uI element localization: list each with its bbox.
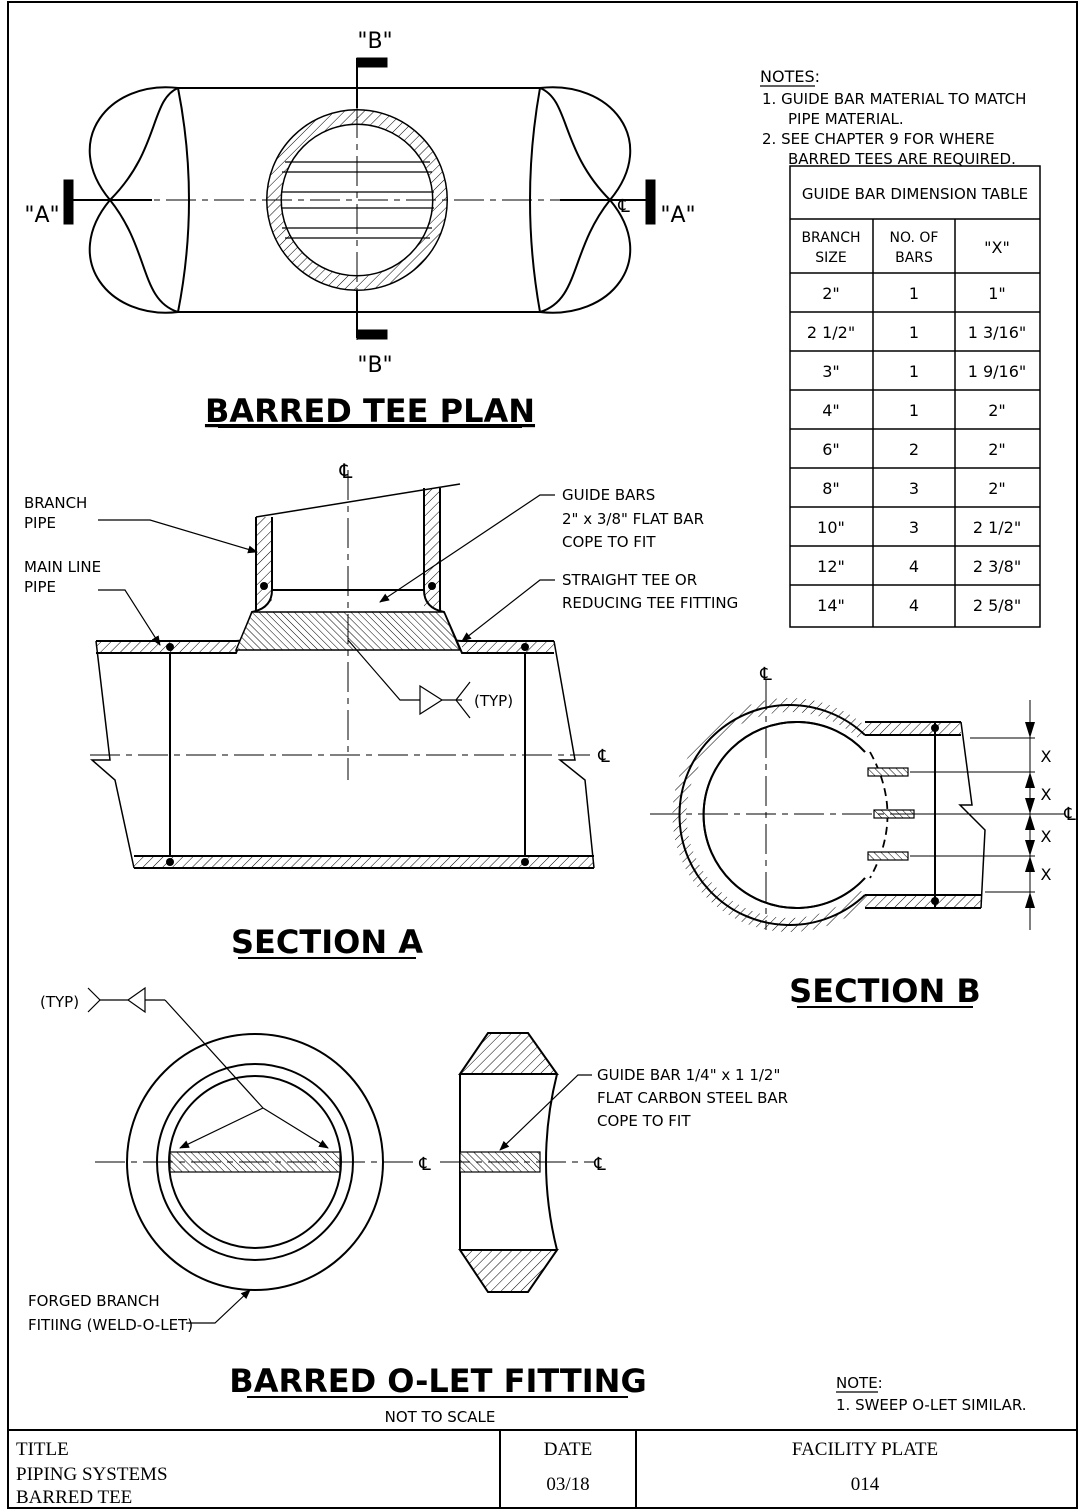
olet-typ-label: (TYP) bbox=[40, 993, 79, 1011]
table-cell: 14" bbox=[817, 596, 845, 615]
table-cell: 2 1/2" bbox=[973, 518, 1021, 537]
table-header-bars-1: NO. OF bbox=[890, 230, 939, 246]
table-header-bars-2: BARS bbox=[895, 250, 933, 266]
section-b-title: SECTION B bbox=[789, 972, 981, 1010]
olet-leaders bbox=[87, 986, 592, 1324]
table-cell: 3 bbox=[909, 518, 919, 537]
table-cell: 2" bbox=[988, 479, 1006, 498]
table-cell: 2 bbox=[909, 440, 919, 459]
title-block-title-line1: PIPING SYSTEMS bbox=[16, 1464, 168, 1485]
note-2-line2: BARRED TEES ARE REQUIRED. bbox=[788, 150, 1016, 168]
section-a-weld-dots bbox=[166, 582, 529, 866]
table-cell: 1 9/16" bbox=[968, 362, 1027, 381]
table-cell: 12" bbox=[817, 557, 845, 576]
table-cell: 1 bbox=[909, 323, 919, 342]
note-1-line2: PIPE MATERIAL. bbox=[788, 110, 904, 128]
title-block-title-label: TITLE bbox=[16, 1439, 69, 1460]
section-a-leaders bbox=[98, 494, 555, 719]
label-olet-guide-bar-1: GUIDE BAR 1/4" x 1 1/2" bbox=[597, 1066, 780, 1084]
label-guide-bars-3: COPE TO FIT bbox=[562, 533, 656, 551]
table-cell: 4 bbox=[909, 557, 919, 576]
label-main-line-pipe-2: PIPE bbox=[24, 578, 56, 596]
table-cell: 1" bbox=[988, 284, 1006, 303]
plan-label-b-bottom: "B" bbox=[357, 353, 392, 378]
table-header-branch-1: BRANCH bbox=[801, 230, 860, 246]
olet-side-view bbox=[440, 1032, 595, 1293]
table-cell: 1 bbox=[909, 401, 919, 420]
label-guide-bars-1: GUIDE BARS bbox=[562, 486, 655, 504]
section-a-title: SECTION A bbox=[231, 923, 423, 961]
table-header-branch-2: SIZE bbox=[815, 250, 846, 266]
section-b-drawing bbox=[650, 680, 1065, 932]
plan-label-a-right: "A" bbox=[660, 203, 695, 228]
table-cell: 2 3/8" bbox=[973, 557, 1021, 576]
table-title: GUIDE BAR DIMENSION TABLE bbox=[802, 185, 1028, 203]
section-b-centerline-right: ℄ bbox=[1063, 804, 1076, 825]
table-cell: 2" bbox=[988, 440, 1006, 459]
label-main-line-pipe-1: MAIN LINE bbox=[24, 558, 101, 576]
section-b-weld-dots bbox=[931, 724, 939, 905]
table-cell: 2 5/8" bbox=[973, 596, 1021, 615]
label-straight-tee-1: STRAIGHT TEE OR bbox=[562, 571, 697, 589]
label-guide-bars-2: 2" x 3/8" FLAT BAR bbox=[562, 510, 704, 528]
section-b-dimension-arrows bbox=[1025, 722, 1035, 908]
olet-centerline-1: ℄ bbox=[418, 1154, 431, 1175]
title-block-plate-label: FACILITY PLATE bbox=[792, 1439, 938, 1460]
barred-tee-plan bbox=[70, 60, 640, 340]
table-cell: 10" bbox=[817, 518, 845, 537]
sheet-border bbox=[7, 1, 1078, 1509]
section-b-dim-x-1: X bbox=[1041, 747, 1052, 766]
table-cell: 2 1/2" bbox=[807, 323, 855, 342]
olet-centerline-2: ℄ bbox=[593, 1154, 606, 1175]
section-a-centerline-top: ℄ bbox=[339, 459, 353, 483]
section-b-centerline-top: ℄ bbox=[759, 664, 772, 685]
table-cell: 1 3/16" bbox=[968, 323, 1027, 342]
olet-circle-view bbox=[95, 1033, 420, 1291]
table-cell: 3 bbox=[909, 479, 919, 498]
table-cell: 1 bbox=[909, 362, 919, 381]
label-forged-branch-2: FITIING (WELD-O-LET) bbox=[28, 1316, 193, 1334]
label-branch-pipe-2: PIPE bbox=[24, 514, 56, 532]
plan-label-b-top: "B" bbox=[357, 29, 392, 54]
olet-note-heading: NOTE: bbox=[836, 1374, 883, 1392]
table-cell: 4" bbox=[822, 401, 840, 420]
table-cell: 3" bbox=[822, 362, 840, 381]
plan-title: BARRED TEE PLAN bbox=[205, 392, 535, 430]
table-cell: 1 bbox=[909, 284, 919, 303]
table-header-x: "X" bbox=[984, 238, 1010, 257]
title-block-plate-value: 014 bbox=[851, 1474, 880, 1495]
label-typ-section-a: (TYP) bbox=[474, 692, 513, 710]
olet-title: BARRED O-LET FITTING bbox=[229, 1362, 646, 1400]
note-2-line1: 2. SEE CHAPTER 9 FOR WHERE bbox=[762, 130, 995, 148]
title-block-date-value: 03/18 bbox=[546, 1474, 589, 1495]
olet-note-item: 1. SWEEP O-LET SIMILAR. bbox=[836, 1396, 1027, 1414]
table-cell: 2" bbox=[822, 284, 840, 303]
section-b-dim-x-2: X bbox=[1041, 785, 1052, 804]
section-a-centerline-right: ℄ bbox=[597, 746, 610, 767]
section-b-dim-x-3: X bbox=[1041, 827, 1052, 846]
label-forged-branch-1: FORGED BRANCH bbox=[28, 1292, 160, 1310]
section-b-dim-x-4: X bbox=[1041, 865, 1052, 884]
plan-label-a-left: "A" bbox=[24, 203, 59, 228]
table-cell: 6" bbox=[822, 440, 840, 459]
title-block bbox=[8, 1429, 1077, 1508]
table-cell: 4 bbox=[909, 596, 919, 615]
label-branch-pipe-1: BRANCH bbox=[24, 494, 87, 512]
title-block-date-label: DATE bbox=[544, 1439, 593, 1460]
table-cell: 2" bbox=[988, 401, 1006, 420]
section-cut-markers bbox=[63, 57, 656, 340]
title-block-title-line2: BARRED TEE bbox=[16, 1487, 132, 1508]
plan-centerline-symbol: ℄ bbox=[617, 196, 630, 217]
label-olet-guide-bar-2: FLAT CARBON STEEL BAR bbox=[597, 1089, 788, 1107]
table-cell: 8" bbox=[822, 479, 840, 498]
guide-bar-dimension-table bbox=[789, 165, 1041, 628]
label-straight-tee-2: REDUCING TEE FITTING bbox=[562, 594, 738, 612]
notes-heading: NOTES: bbox=[760, 67, 820, 86]
label-olet-guide-bar-3: COPE TO FIT bbox=[597, 1112, 691, 1130]
note-1-line1: 1. GUIDE BAR MATERIAL TO MATCH bbox=[762, 90, 1026, 108]
section-a-drawing bbox=[89, 470, 595, 869]
scale-note: NOT TO SCALE bbox=[385, 1408, 496, 1426]
